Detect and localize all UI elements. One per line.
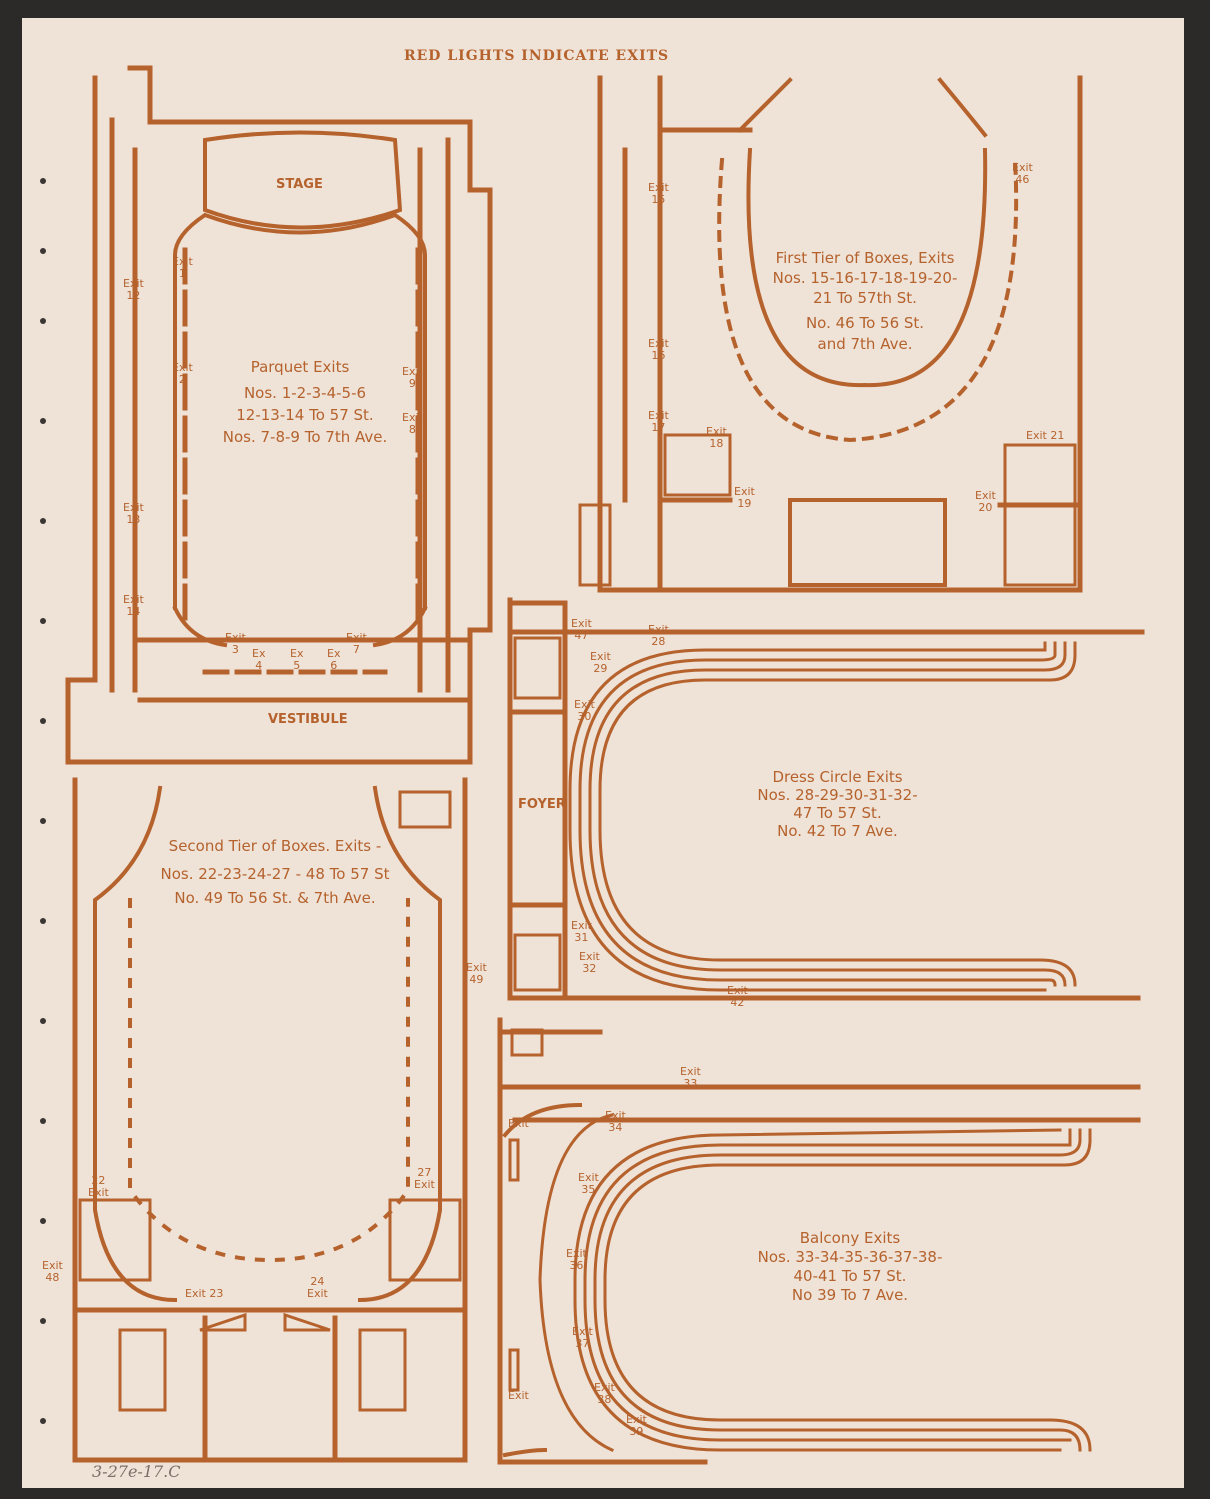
exit-38-label: Exit 38 [594, 1381, 615, 1406]
exit-22-label: 22 Exit [88, 1174, 109, 1199]
balcony-plan [497, 1017, 1141, 1465]
exit-6-label: Ex 6 [327, 647, 341, 672]
exit-12-label: Exit 12 [123, 277, 144, 302]
exit-23-label: Exit 23 [185, 1287, 224, 1300]
binding-hole [40, 918, 46, 924]
exit-49-label: Exit 49 [466, 961, 487, 986]
first-tier-line-2: 21 To 57th St. [813, 289, 917, 307]
exit-30-label: Exit 30 [574, 698, 595, 723]
binding-hole [40, 1018, 46, 1024]
exit-17-label: Exit 17 [648, 409, 669, 434]
binding-hole [40, 178, 46, 184]
binding-hole [40, 1418, 46, 1424]
dress-circle-plan [507, 597, 1145, 1001]
vestibule-label: VESTIBULE [268, 712, 348, 727]
parquet-line-3: Nos. 7-8-9 To 7th Ave. [222, 428, 388, 446]
exit-47-label: Exit 47 [571, 617, 592, 642]
first-tier-line-1: Nos. 15-16-17-18-19-20- [772, 269, 958, 287]
balcony-title: Balcony Exits [799, 1229, 901, 1247]
second-tier-line-1: Nos. 22-23-24-27 - 48 To 57 St [160, 865, 390, 883]
exit-37-label: Exit 37 [572, 1325, 593, 1350]
exit-34-label: Exit 34 [605, 1109, 626, 1134]
exit-13-label: Exit 13 [123, 501, 144, 526]
parquet-line-1: Nos. 1-2-3-4-5-6 [243, 384, 367, 402]
header-title: RED LIGHTS INDICATE EXITS [404, 48, 670, 64]
exit-16-label: Exit 16 [648, 337, 669, 362]
exit-9-label: Exit 9 [402, 365, 423, 390]
stage-label: STAGE [276, 177, 323, 192]
binding-hole [40, 718, 46, 724]
exit-1-label: Exit 1 [172, 255, 193, 280]
exit-19-label: Exit 19 [734, 485, 755, 510]
pencil-annotation: 3-27e-17.C [92, 1462, 181, 1481]
exit-36-label: Exit 36 [566, 1247, 587, 1272]
balcony-line-1: Nos. 33-34-35-36-37-38- [757, 1248, 943, 1266]
first-tier-title: First Tier of Boxes, Exits [775, 249, 955, 267]
first-tier-line-4: and 7th Ave. [817, 335, 913, 353]
binding-hole [40, 318, 46, 324]
exit-27-label: 27 Exit [414, 1166, 435, 1191]
exit-4-label: Ex 4 [252, 647, 266, 672]
dress-circle-line-3: No. 42 To 7 Ave. [777, 822, 898, 840]
binding-hole [40, 518, 46, 524]
exit-24-label: 24 Exit [307, 1275, 328, 1300]
exit-7-label: Exit 7 [346, 631, 367, 656]
dress-circle-title: Dress Circle Exits [772, 768, 903, 786]
exit-5-label: Ex 5 [290, 647, 304, 672]
exit-18-label: Exit 18 [706, 425, 727, 450]
exit-32-label: Exit 32 [579, 950, 600, 975]
exit-33-label: Exit 33 [680, 1065, 701, 1090]
exit-39-label: Exit 39 [626, 1413, 647, 1438]
parquet-line-2: 12-13-14 To 57 St. [236, 406, 374, 424]
exit-40-label: Exit [508, 1117, 529, 1130]
exit-42-label: Exit 42 [727, 984, 748, 1009]
second-tier-title: Second Tier of Boxes. Exits - [168, 837, 382, 855]
exit-20-label: Exit 20 [975, 489, 996, 514]
exit-31-label: Exit 31 [571, 919, 592, 944]
exit-14-label: Exit 14 [123, 593, 144, 618]
balcony-line-3: No 39 To 7 Ave. [791, 1286, 909, 1304]
binding-hole [40, 1318, 46, 1324]
second-tier-line-2: No. 49 To 56 St. & 7th Ave. [174, 889, 376, 907]
binding-hole [40, 818, 46, 824]
exit-48-label: Exit 48 [42, 1259, 63, 1284]
exit-15-label: Exit 15 [648, 181, 669, 206]
exit-8-label: Exit 8 [402, 411, 423, 436]
binding-hole [40, 1218, 46, 1224]
first-tier-plan [578, 75, 1083, 593]
balcony-line-2: 40-41 To 57 St. [793, 1267, 907, 1285]
exit-46-label: Exit 46 [1012, 161, 1033, 186]
exit-21-label: Exit 21 [1026, 429, 1065, 442]
exit-29-label: Exit 29 [590, 650, 611, 675]
exit-3-label: Exit 3 [225, 631, 246, 656]
second-tier-plan [72, 777, 468, 1463]
dress-circle-line-2: 47 To 57 St. [793, 804, 882, 822]
binding-hole [40, 1118, 46, 1124]
parquet-title: Parquet Exits [250, 358, 350, 376]
foyer-label: FOYER [518, 797, 566, 812]
exit-35-label: Exit 35 [578, 1171, 599, 1196]
exit-2-label: Exit 2 [172, 361, 193, 386]
binding-hole [40, 418, 46, 424]
first-tier-line-3: No. 46 To 56 St. [805, 314, 925, 332]
binding-hole [40, 248, 46, 254]
exit-41-label: Exit [508, 1389, 529, 1402]
binding-hole [40, 618, 46, 624]
dress-circle-line-1: Nos. 28-29-30-31-32- [757, 786, 918, 804]
exit-28-label: Exit 28 [648, 623, 669, 648]
